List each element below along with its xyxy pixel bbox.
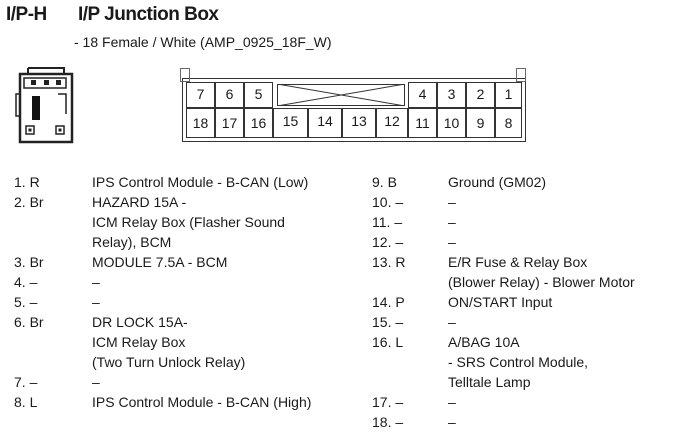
pin-number: 3. Br — [14, 254, 44, 270]
connector-face-icon — [15, 67, 74, 144]
pin-description: – — [448, 214, 456, 230]
pin-12-label: 12 — [384, 113, 400, 129]
pin-2-label: 2 — [476, 86, 485, 102]
keying-block-icon — [277, 84, 405, 106]
pin-description: E/R Fuse & Relay Box — [448, 254, 588, 270]
pin-number: 9. B — [372, 174, 397, 190]
page-title: I/P Junction Box — [78, 4, 219, 25]
pin-description: DR LOCK 15A- — [92, 314, 188, 330]
pin-description: – — [448, 394, 456, 410]
pin-description: – — [92, 294, 100, 310]
pin-11-label: 11 — [415, 115, 430, 131]
pin-18-label: 18 — [192, 115, 209, 131]
pin-number: 6. Br — [14, 314, 44, 330]
pin-number: 2. Br — [14, 194, 44, 210]
pin-description: – — [92, 274, 100, 290]
pin-7-label: 7 — [196, 86, 205, 102]
pin-description: A/BAG 10A — [448, 334, 520, 350]
pin-description: MODULE 7.5A - BCM — [92, 254, 228, 270]
pin-description: ICM Relay Box — [92, 334, 186, 350]
connector-code: I/P-H — [6, 4, 47, 25]
pin-number: 16. L — [372, 334, 404, 350]
pin-8-label: 8 — [504, 115, 513, 131]
pin-number: 12. – — [372, 234, 404, 250]
pin-17-label: 17 — [221, 115, 238, 131]
pin-1-label: 1 — [504, 86, 513, 102]
pin-number: 8. L — [14, 394, 38, 410]
pin-description: IPS Control Module - B-CAN (High) — [92, 394, 312, 410]
pin-number: 18. – — [372, 414, 404, 430]
pin-number: 15. – — [372, 314, 404, 330]
pin-number: 10. – — [372, 194, 404, 210]
pin-description: – — [448, 194, 456, 210]
pin-description: – — [448, 414, 456, 430]
pin-description: HAZARD 15A - — [92, 194, 187, 210]
pin-3-label: 3 — [447, 86, 456, 102]
pin-description: Telltale Lamp — [448, 374, 531, 390]
pin-number: 1. R — [14, 174, 40, 190]
pin-description: Relay), BCM — [92, 234, 172, 250]
pin-13-label: 13 — [351, 113, 367, 129]
pin-description: - SRS Control Module, — [448, 354, 589, 370]
pin-6-label: 6 — [225, 86, 234, 102]
pin-number: 11. – — [372, 214, 403, 230]
pin-description: (Blower Relay) - Blower Motor — [448, 274, 635, 290]
connector-pin-grid: 7 6 5 4 3 2 1 18 17 16 15 14 13 12 11 10… — [180, 68, 526, 142]
pin-number: 4. – — [14, 274, 38, 290]
pin-number: 7. – — [14, 374, 38, 390]
pin-9-label: 9 — [476, 115, 485, 131]
pin-description: ON/START Input — [448, 294, 553, 310]
pin-description: IPS Control Module - B-CAN (Low) — [92, 174, 309, 190]
pin-description: Ground (GM02) — [448, 174, 547, 190]
pin-description: – — [448, 234, 456, 250]
connector-subtitle: - 18 Female / White (AMP_0925_18F_W) — [74, 34, 332, 50]
pin-16-label: 16 — [250, 115, 267, 131]
pin-number: 13. R — [372, 254, 406, 270]
pin-description: – — [92, 374, 100, 390]
pin-number: 14. P — [372, 294, 405, 310]
pin-4-label: 4 — [418, 86, 427, 102]
pin-description: – — [448, 314, 456, 330]
pin-10-label: 10 — [443, 115, 460, 131]
pin-15-label: 15 — [282, 113, 299, 129]
pin-number: 17. – — [372, 394, 404, 410]
pin-5-label: 5 — [254, 86, 263, 102]
pin-description: ICM Relay Box (Flasher Sound — [92, 214, 285, 230]
pin-description: (Two Turn Unlock Relay) — [92, 354, 246, 370]
pin-14-label: 14 — [317, 113, 333, 129]
pin-number: 5. – — [14, 294, 38, 310]
